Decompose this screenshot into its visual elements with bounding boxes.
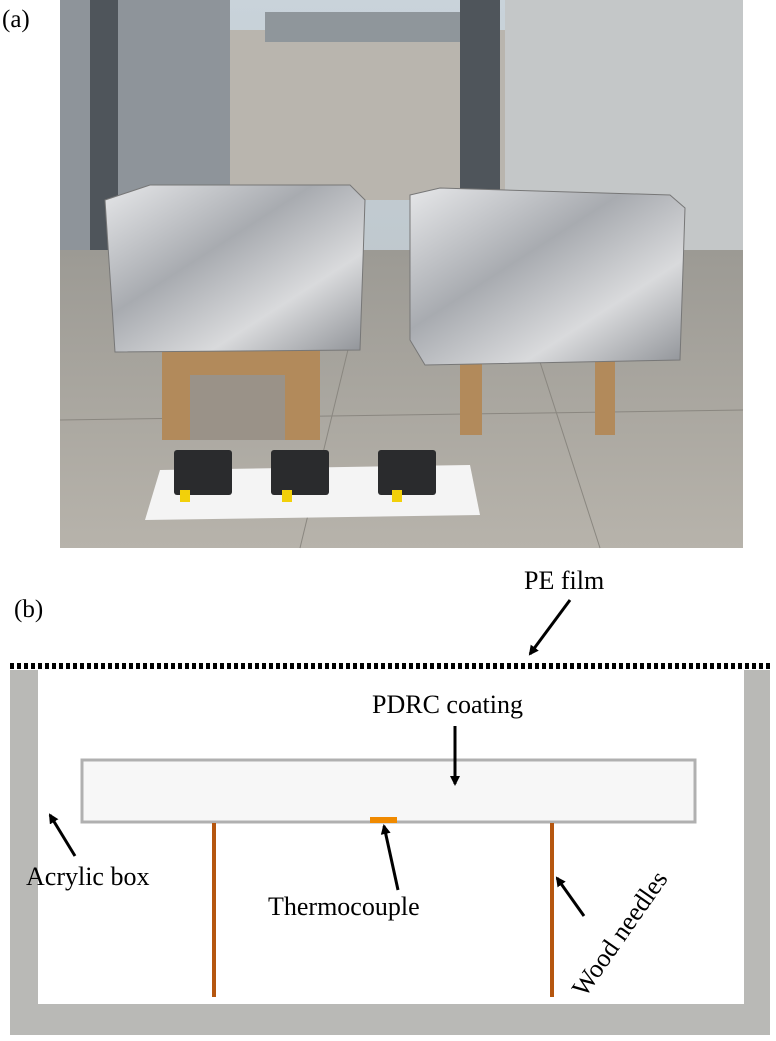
thermometer-2 [271,450,329,495]
thermometer-1 [174,450,232,495]
thermometer-board [145,450,480,520]
acrylic-box [10,670,770,1035]
window-frame [460,0,500,200]
acrylic-box-label: Acrylic box [26,862,150,891]
thermocouple-sensor [370,817,397,823]
pdrc-coating-layer [80,758,697,824]
center-building [230,30,505,200]
thermocouple-arrow [380,824,400,891]
thermometer-3 [378,450,436,495]
panel-a-label: (a) [2,6,30,33]
pe-film-label: PE film [524,566,605,595]
pe-film-arrow [528,599,572,656]
thermocouple-label: Thermocouple [268,892,420,921]
left-test-box [104,184,366,440]
acrylic-box-arrow [48,813,77,857]
wood-needles-arrow [555,876,586,917]
rooftop-photo [59,0,744,549]
panel-b-label: (b) [14,596,44,623]
pdrc-coating-label: PDRC coating [372,690,523,719]
right-test-box [409,187,686,435]
